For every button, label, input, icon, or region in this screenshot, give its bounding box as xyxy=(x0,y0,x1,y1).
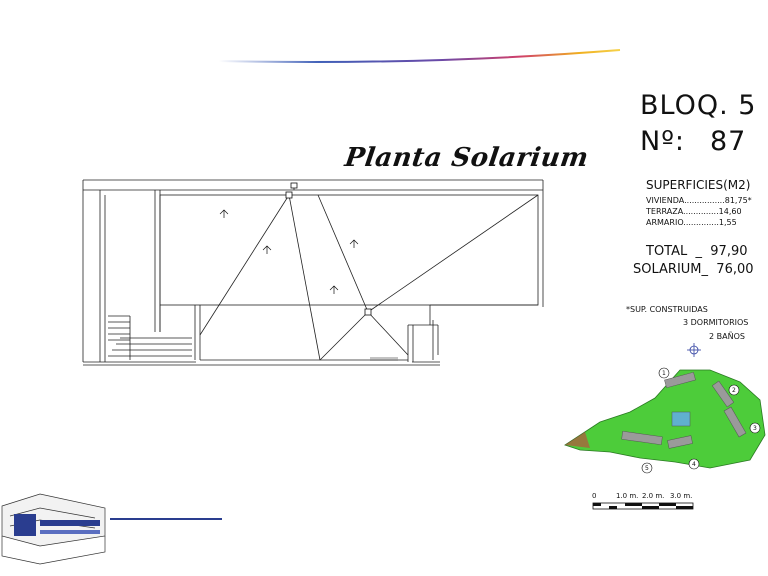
site-marker xyxy=(658,367,670,379)
solarium-row: SOLARIUM_ 76,00 xyxy=(633,262,754,277)
surface-row-dots: .............. xyxy=(683,207,719,216)
site-location-map: 1 2 3 4 5 xyxy=(564,343,766,474)
surface-row: TERRAZA..............14,60 xyxy=(646,207,742,216)
site-marker-label: 2 xyxy=(732,387,736,394)
bedrooms-note: 3 DORMITORIOS xyxy=(683,318,749,327)
site-marker-label: 4 xyxy=(692,461,696,468)
bathrooms-note: 2 BAÑOS xyxy=(709,332,745,341)
site-area-shape xyxy=(564,369,766,469)
site-marker xyxy=(749,422,761,434)
surface-row-value: 81,75* xyxy=(724,196,752,205)
scale-bar xyxy=(592,502,694,510)
compass-icon xyxy=(687,343,701,357)
total-row: TOTAL _ 97,90 xyxy=(646,244,748,259)
site-marker xyxy=(641,462,653,474)
scale-label: 3.0 m. xyxy=(670,492,693,500)
company-logo xyxy=(1,493,222,565)
surface-row-dots: .............. xyxy=(683,218,719,227)
site-marker-label: 5 xyxy=(645,465,649,472)
solarium-value: 76,00 xyxy=(716,262,754,277)
site-marker-label: 1 xyxy=(662,370,666,377)
surface-row-label: VIVIENDA xyxy=(646,196,685,205)
surfaces-title: SUPERFICIES(M2) xyxy=(646,178,751,192)
number-value: 87 xyxy=(710,126,747,157)
surface-row-label: ARMARIO xyxy=(646,218,684,227)
sup-note: *SUP. CONSTRUIDAS xyxy=(626,305,708,314)
surface-row: VIVIENDA................81,75* xyxy=(646,196,752,205)
surface-row-dots: ................ xyxy=(684,196,725,205)
surface-row-value: 1,55 xyxy=(718,218,737,227)
number-label: Nº: xyxy=(640,126,686,157)
total-value: 97,90 xyxy=(710,244,748,259)
scale-label: 1.0 m. xyxy=(616,492,639,500)
header-swoosh xyxy=(218,49,621,63)
block-label: BLOQ. 5 xyxy=(640,90,757,121)
site-marker xyxy=(688,458,700,470)
scale-label: 0 xyxy=(592,492,597,500)
scale-label: 2.0 m. xyxy=(642,492,665,500)
total-label: TOTAL xyxy=(646,244,688,259)
site-marker-label: 3 xyxy=(753,425,757,432)
surface-row: ARMARIO..............1,55 xyxy=(646,218,737,227)
site-buildings xyxy=(621,371,747,449)
surface-row-label: TERRAZA xyxy=(646,207,684,216)
plan-title: Planta Solarium xyxy=(342,143,591,173)
site-marker xyxy=(728,384,740,396)
solarium-label: SOLARIUM xyxy=(633,262,702,277)
surface-row-value: 14,60 xyxy=(718,207,742,216)
